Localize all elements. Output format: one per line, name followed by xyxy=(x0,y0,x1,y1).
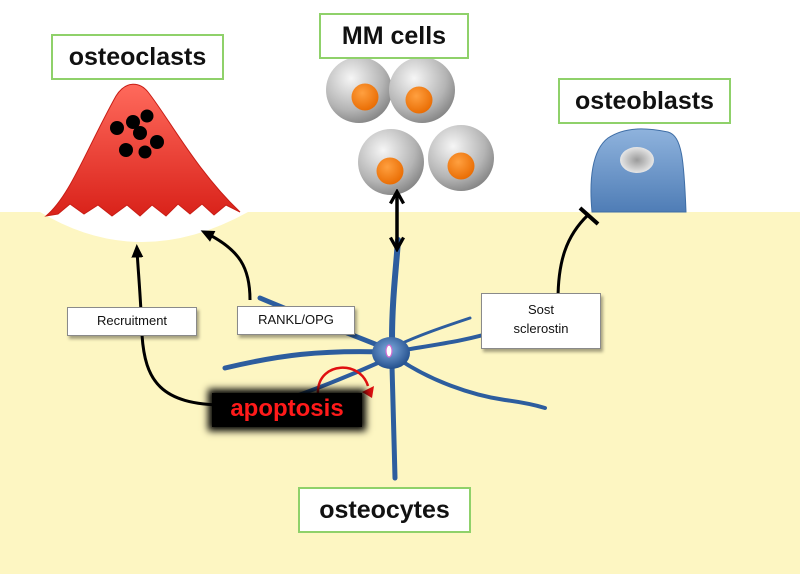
osteoclasts-title: osteoclasts xyxy=(51,34,224,80)
sclerostin-inhibition-line xyxy=(556,213,590,301)
sclerostin-label: sclerostin xyxy=(513,321,569,336)
mm-cell-2 xyxy=(389,57,455,123)
mm-cell-4 xyxy=(428,125,494,191)
rankl-opg-label: RANKL/OPG xyxy=(237,306,355,335)
osteoclast-nuclei xyxy=(110,109,164,159)
mm-cell-1 xyxy=(326,57,392,123)
osteoblasts-title: osteoblasts xyxy=(558,78,731,124)
mm-cell-3 xyxy=(358,129,424,195)
osteoblast-nucleus xyxy=(620,147,654,173)
apoptosis-label: apoptosis xyxy=(230,395,344,422)
sost-label: Sost xyxy=(527,302,554,317)
resorption-pit xyxy=(40,212,248,242)
apoptosis-cycle-arrowhead xyxy=(362,386,374,398)
apoptosis-label-box: apoptosis xyxy=(212,393,362,427)
mm-cells-title: MM cells xyxy=(319,13,469,59)
rankl-arrow xyxy=(200,230,252,301)
sost-sclerostin-label: Sost sclerostin xyxy=(481,293,601,349)
osteocytes-title: osteocytes xyxy=(298,487,471,533)
inhibition-bar xyxy=(578,206,600,226)
recruitment-label: Recruitment xyxy=(67,307,197,336)
